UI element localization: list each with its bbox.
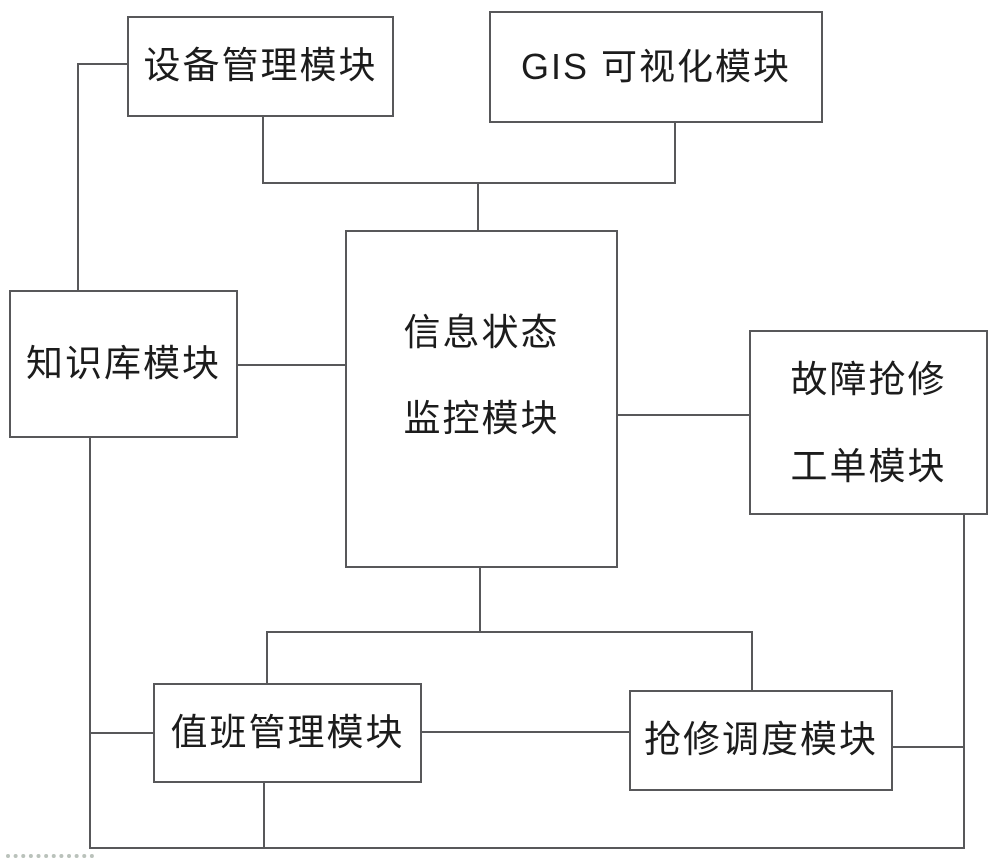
node-fault-repair-workorder-label-line1: 故障抢修 bbox=[790, 358, 947, 400]
node-device-management-label: 设备管理模块 bbox=[143, 45, 378, 87]
connector-top-bus-to-center bbox=[477, 182, 479, 232]
connector-left-rail-to-knowledge-base bbox=[77, 63, 79, 292]
node-info-status-monitoring: 信息状态 监控模块 bbox=[345, 230, 618, 568]
connector-center-down bbox=[479, 566, 481, 633]
node-duty-management: 值班管理模块 bbox=[153, 683, 422, 783]
connector-duty-down bbox=[263, 781, 265, 849]
connector-bottom-rail bbox=[89, 847, 965, 849]
node-device-management: 设备管理模块 bbox=[127, 16, 394, 117]
connector-mid-bus bbox=[266, 631, 753, 633]
scan-artifact bbox=[6, 854, 94, 858]
node-knowledge-base: 知识库模块 bbox=[9, 290, 238, 438]
node-fault-repair-workorder-label-line2: 工单模块 bbox=[790, 445, 947, 487]
node-info-status-monitoring-label-line1: 信息状态 bbox=[403, 312, 560, 353]
connector-device-to-left-rail bbox=[77, 63, 129, 65]
node-gis-visualization-label: GIS 可视化模块 bbox=[520, 46, 792, 88]
node-info-status-monitoring-label-line2: 监控模块 bbox=[403, 398, 560, 439]
connector-dispatch-to-right-rail bbox=[891, 746, 965, 748]
node-repair-dispatch-label: 抢修调度模块 bbox=[644, 719, 878, 761]
connector-left-rail bbox=[89, 436, 91, 849]
connector-knowledge-base-to-center bbox=[238, 364, 347, 366]
node-repair-dispatch: 抢修调度模块 bbox=[629, 690, 893, 791]
connector-top-bus bbox=[262, 182, 676, 184]
connector-left-rail-to-duty bbox=[89, 732, 155, 734]
connector-mid-bus-to-duty bbox=[266, 631, 268, 685]
node-fault-repair-workorder: 故障抢修 工单模块 bbox=[749, 330, 988, 515]
node-knowledge-base-label: 知识库模块 bbox=[26, 342, 221, 384]
connector-duty-to-dispatch bbox=[420, 731, 631, 733]
connector-center-to-fault-repair bbox=[616, 414, 751, 416]
node-duty-management-label: 值班管理模块 bbox=[170, 711, 405, 753]
connector-gis-down bbox=[674, 123, 676, 184]
connector-device-down bbox=[262, 117, 264, 184]
connector-right-rail bbox=[963, 513, 965, 849]
connector-mid-bus-to-dispatch bbox=[751, 631, 753, 692]
node-gis-visualization: GIS 可视化模块 bbox=[489, 11, 823, 123]
